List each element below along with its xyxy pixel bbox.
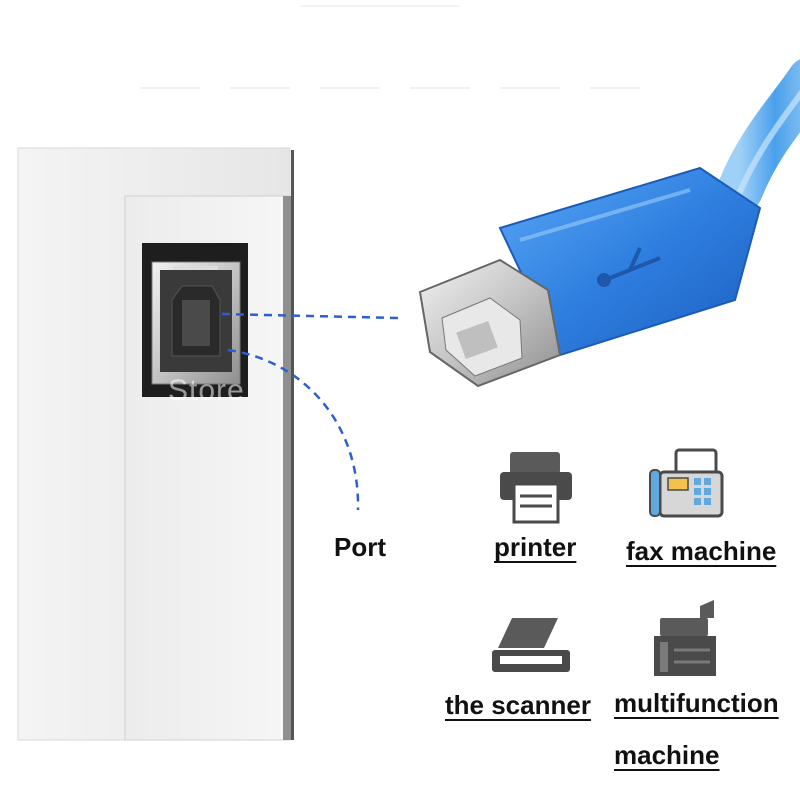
fax-machine-icon — [649, 448, 724, 518]
multifunction-label-line2: machine — [614, 740, 720, 770]
scanner-label: the scanner — [445, 690, 591, 720]
usb-b-plug — [418, 166, 762, 388]
store-watermark: Store — [168, 374, 245, 407]
printer-label: printer — [494, 532, 577, 562]
port-label: Port — [334, 532, 386, 562]
usb-trident-icon — [597, 247, 661, 287]
fax-machine-label: fax machine — [626, 536, 777, 566]
printer-icon — [500, 452, 572, 524]
device-panel — [17, 147, 294, 741]
dashed-guide-lines — [221, 312, 399, 511]
usb-b-port — [142, 243, 248, 397]
usb-cable — [717, 59, 800, 213]
background-reflection — [140, 5, 640, 89]
scanner-icon — [492, 618, 570, 672]
multifunction-machine-icon — [654, 600, 716, 676]
multifunction-label-line1: multifunction — [614, 688, 779, 718]
